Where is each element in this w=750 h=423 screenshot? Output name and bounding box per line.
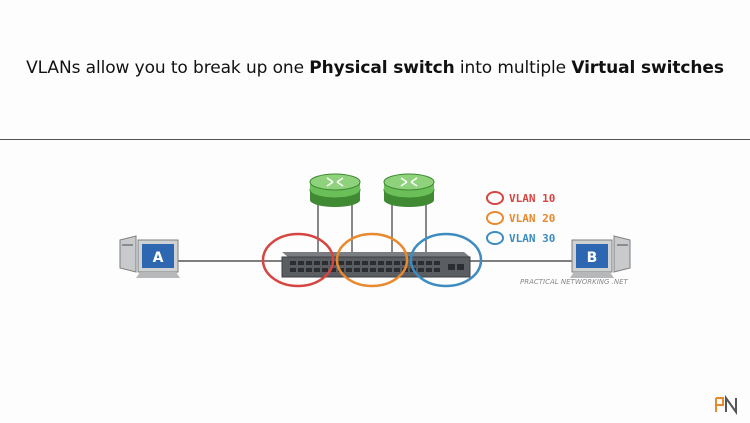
legend-vlan-20-label: VLAN 20	[509, 212, 555, 225]
router-2	[383, 173, 435, 207]
headline-bold2: Virtual switches	[571, 58, 724, 78]
legend-vlan-30-marker	[486, 231, 504, 245]
credit-text: PRACTICAL NETWORKING .NET	[520, 278, 629, 286]
headline-bold1: Physical switch	[309, 58, 455, 78]
legend-vlan-30-label: VLAN 30	[509, 232, 555, 245]
host-a: A	[119, 235, 180, 278]
vlan-20-circle	[335, 232, 409, 288]
host-b-label: B	[587, 250, 598, 266]
host-a-label: A	[153, 250, 164, 266]
headline-part2: into multiple	[454, 58, 572, 78]
pn-logo	[715, 394, 737, 416]
headline: VLANs allow you to break up one Physical…	[0, 58, 750, 78]
host-b: B	[570, 235, 631, 278]
connection-lines	[178, 198, 572, 262]
headline-part1: VLANs allow you to break up one	[26, 58, 310, 78]
router-1	[309, 173, 361, 207]
legend: VLAN 10 VLAN 20 VLAN 30	[486, 191, 555, 245]
router-arrows-icon	[400, 177, 418, 187]
legend-vlan-10-label: VLAN 10	[509, 192, 555, 205]
router-arrows-icon	[326, 177, 344, 187]
divider	[0, 139, 750, 140]
legend-vlan-20-marker	[486, 211, 504, 225]
vlan-10-circle	[261, 232, 335, 288]
vlan-30-circle	[409, 232, 483, 288]
legend-vlan-10-marker	[486, 191, 504, 205]
physical-switch	[281, 252, 471, 278]
